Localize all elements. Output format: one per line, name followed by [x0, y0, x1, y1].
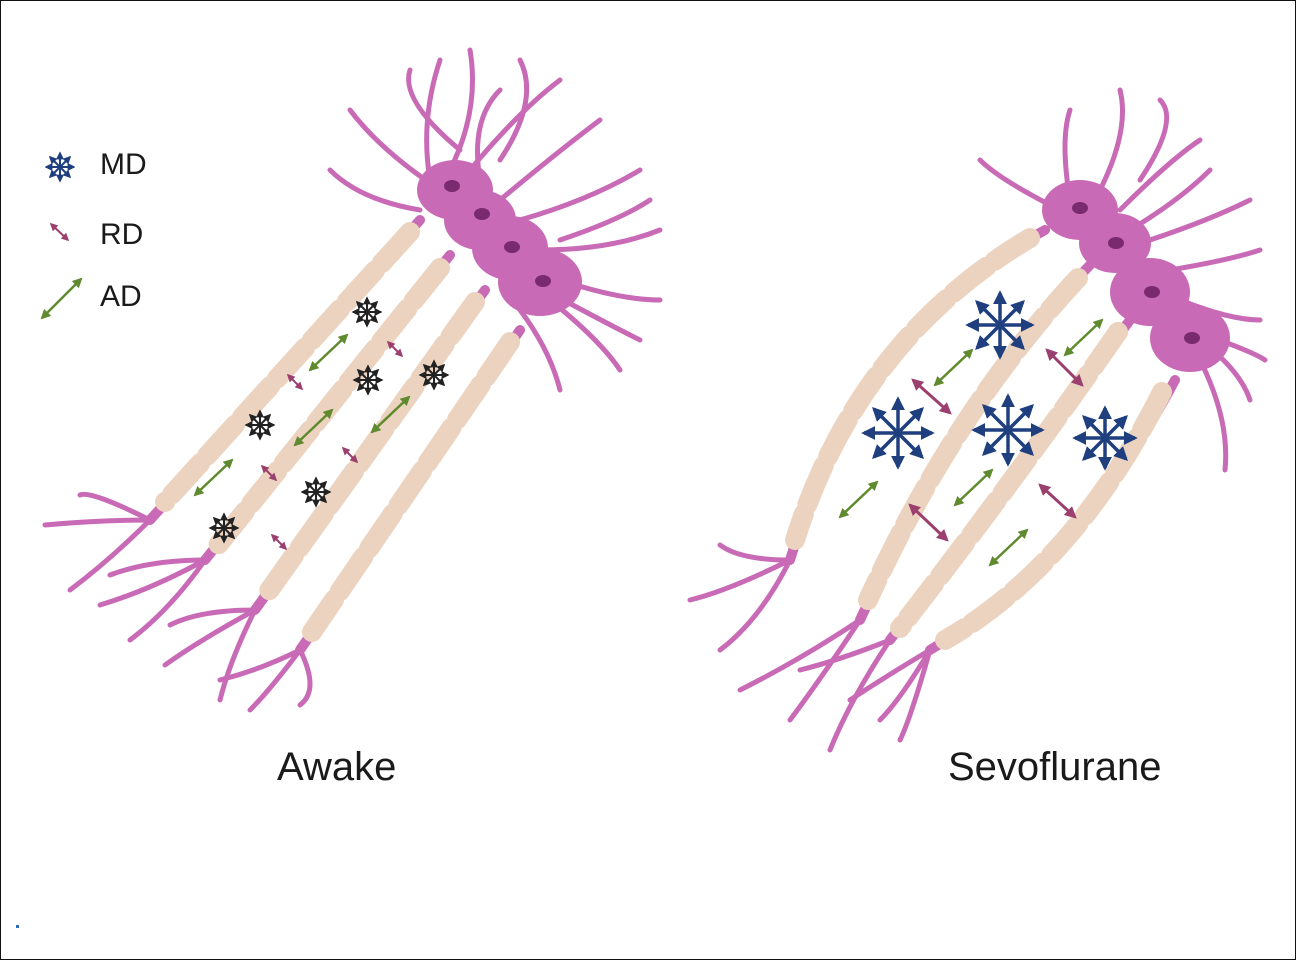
awake-myelin — [165, 232, 510, 632]
rd-arrow-icon — [51, 224, 68, 240]
panel-label-sevoflurane: Sevoflurane — [948, 745, 1161, 790]
sevoflurane-neuron-group — [690, 90, 1265, 750]
sevo-terminals — [690, 545, 930, 750]
awake-somas — [417, 160, 582, 316]
panel-label-awake: Awake — [277, 745, 396, 790]
awake-terminals — [45, 494, 310, 710]
legend-label-rd: RD — [100, 218, 143, 252]
stray-dot — [16, 925, 19, 928]
md-diffusion-icon — [46, 153, 74, 181]
legend-label-md: MD — [100, 148, 147, 182]
ad-arrow-icon — [42, 279, 81, 318]
legend-label-ad: AD — [100, 280, 142, 314]
